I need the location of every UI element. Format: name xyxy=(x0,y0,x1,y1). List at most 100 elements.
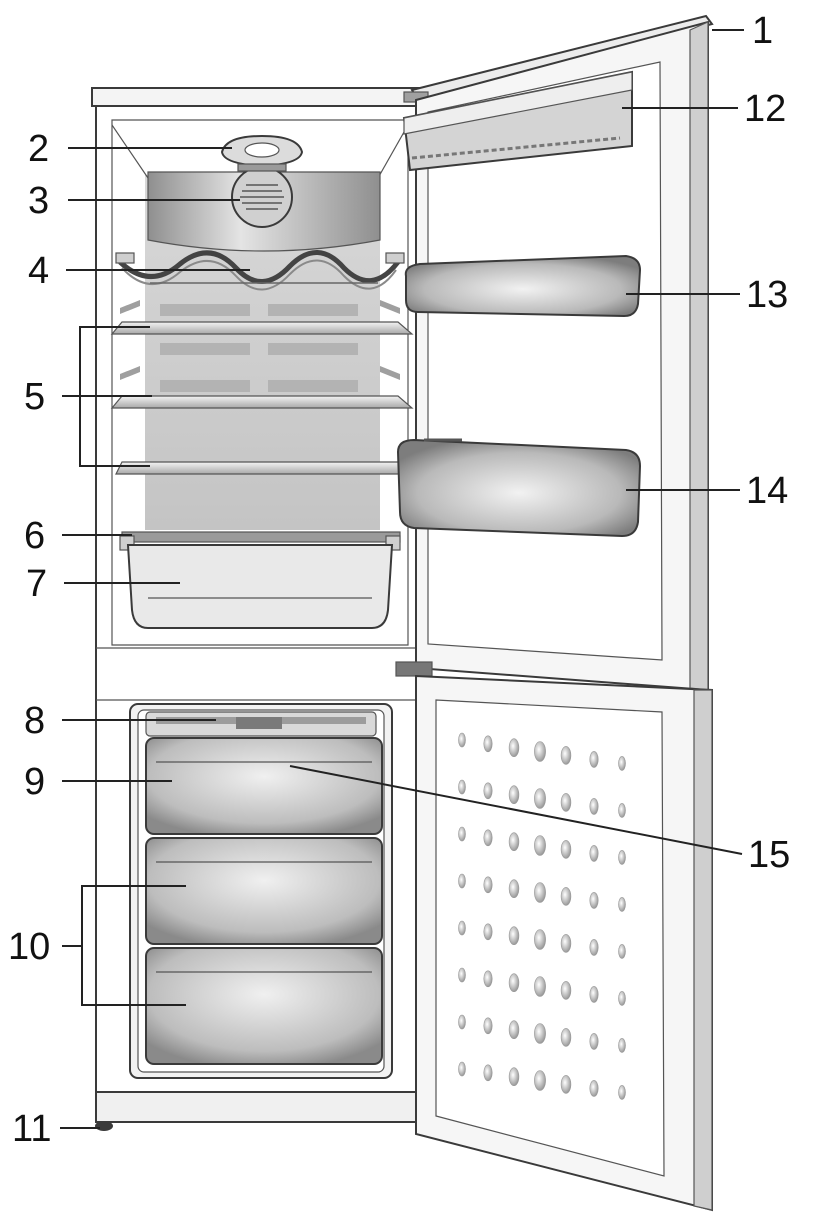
cabinet-top xyxy=(91,87,433,107)
freezer-door-dimple xyxy=(458,779,466,795)
fridge-door-edge xyxy=(689,21,709,691)
freezer-door-dimple xyxy=(589,892,599,909)
freezer-door-dimple xyxy=(589,1033,599,1050)
freezer-door-dimple xyxy=(589,845,599,862)
back-wall-vents xyxy=(160,304,358,392)
callout-10: 10 xyxy=(8,926,50,968)
callout-14: 14 xyxy=(746,470,788,512)
cabinet-plinth xyxy=(95,1091,425,1123)
freezer-door-dimple xyxy=(508,926,520,946)
freezer-drawer-2 xyxy=(145,837,383,945)
freezer-door-dimple xyxy=(589,751,599,768)
freezer-door-dimple xyxy=(618,944,626,959)
freezer-door-dimple xyxy=(618,803,626,818)
fan-grille-slots xyxy=(240,184,284,210)
freezer-door-dimple xyxy=(458,732,466,748)
bottle-rack-clip-right xyxy=(385,252,405,264)
freezer-door-dimple xyxy=(534,741,546,762)
leader-15 xyxy=(289,765,743,855)
freezer-door-dimple xyxy=(483,876,493,894)
freezer-door-dimple xyxy=(560,981,572,1000)
freezer-door-dimple xyxy=(483,735,493,753)
callout-5: 5 xyxy=(24,376,45,418)
corner-line-left xyxy=(111,124,149,179)
bottle-rack-shadow xyxy=(121,259,397,291)
door-shelf-upper xyxy=(404,254,642,318)
freezer-door-dimple xyxy=(560,934,572,953)
freezer-door-dimple xyxy=(618,897,626,912)
freezer-door-dimple xyxy=(589,1080,599,1097)
freezer-door-dimple xyxy=(560,1075,572,1094)
fridge-compartment xyxy=(110,119,414,646)
glass-shelf-1 xyxy=(110,321,414,335)
door-hinge-middle xyxy=(395,661,433,677)
ice-tray-grip xyxy=(236,717,282,729)
freezer-door-dimple xyxy=(618,1038,626,1053)
callout-12: 12 xyxy=(744,88,786,130)
fridge-inner-wall xyxy=(145,175,380,530)
bottle-rack-clip-left xyxy=(115,252,135,264)
dairy-compartment-hinge xyxy=(411,136,621,160)
callout-4: 4 xyxy=(28,250,49,292)
freezer-door-dimple xyxy=(508,1020,520,1039)
glass-shelf-2 xyxy=(110,395,414,409)
freezer-door-dimple xyxy=(534,835,546,856)
callout-6: 6 xyxy=(24,515,45,557)
freezer-door-dimple xyxy=(534,976,546,997)
callout-15: 15 xyxy=(748,834,790,876)
freezer-door-dimple xyxy=(458,873,466,889)
freezer-door-dimple xyxy=(589,939,599,956)
bottle-rack xyxy=(118,250,400,284)
freezer-door-dimple xyxy=(508,1067,520,1086)
freezer-compartment xyxy=(129,703,393,1079)
freezer-door-edge xyxy=(693,689,713,1211)
freezer-door xyxy=(395,661,713,1212)
freezer-door-dimple xyxy=(508,879,520,899)
callout-7: 7 xyxy=(26,563,47,605)
thermostat-scale xyxy=(237,163,287,172)
freezer-door-dimple xyxy=(483,970,493,988)
adjustable-foot-left xyxy=(95,1121,113,1131)
freezer-door-liner xyxy=(435,699,665,1177)
callout-leaders xyxy=(60,29,744,1129)
freezer-drawer-1 xyxy=(145,737,383,835)
callout-9: 9 xyxy=(24,761,45,803)
freezer-door-dimples xyxy=(458,732,626,1100)
freezer-door-dimple xyxy=(534,788,546,809)
freezer-door-dimple xyxy=(560,887,572,906)
freezer-door-dimple xyxy=(618,850,626,865)
freezer-door-dimple xyxy=(508,973,520,993)
freezer-door-dimple xyxy=(508,785,520,805)
callout-numbers: 1 2 3 4 5 6 7 8 9 10 11 12 13 14 15 xyxy=(8,10,790,1150)
freezer-door-dimple xyxy=(618,991,626,1006)
callout-11: 11 xyxy=(12,1108,51,1150)
callout-3: 3 xyxy=(28,180,49,222)
glass-shelf-3 xyxy=(115,461,408,475)
freezer-door-dimple xyxy=(534,929,546,950)
freezer-door-dimple xyxy=(458,967,466,983)
freezer-door-dimple xyxy=(618,756,626,771)
fridge-door xyxy=(396,14,714,692)
freezer-door-dimple xyxy=(483,923,493,941)
dairy-compartment-lid xyxy=(403,71,633,135)
freezer-door-dimple xyxy=(508,738,520,758)
freezer-door-dimple xyxy=(458,826,466,842)
freezer-door-dimple xyxy=(483,829,493,847)
callout-13: 13 xyxy=(746,274,788,316)
freezer-door-dimple xyxy=(483,1064,493,1082)
crisper-cover xyxy=(121,531,401,543)
callout-8: 8 xyxy=(24,700,45,742)
freezer-door-dimple xyxy=(560,1028,572,1047)
freezer-door-dimple xyxy=(560,746,572,765)
freezer-door-dimple xyxy=(534,882,546,903)
freezer-door-dimple xyxy=(560,793,572,812)
freezer-door-dimple xyxy=(534,1023,546,1044)
thermostat-knob-cap xyxy=(244,142,280,158)
corner-line-right xyxy=(377,124,409,179)
crisper-drawer xyxy=(126,544,394,629)
freezer-door-dimple xyxy=(534,1070,546,1091)
door-shelf-lower xyxy=(396,438,642,538)
freezer-door-dimple xyxy=(458,1014,466,1030)
callout-2: 2 xyxy=(28,128,49,170)
